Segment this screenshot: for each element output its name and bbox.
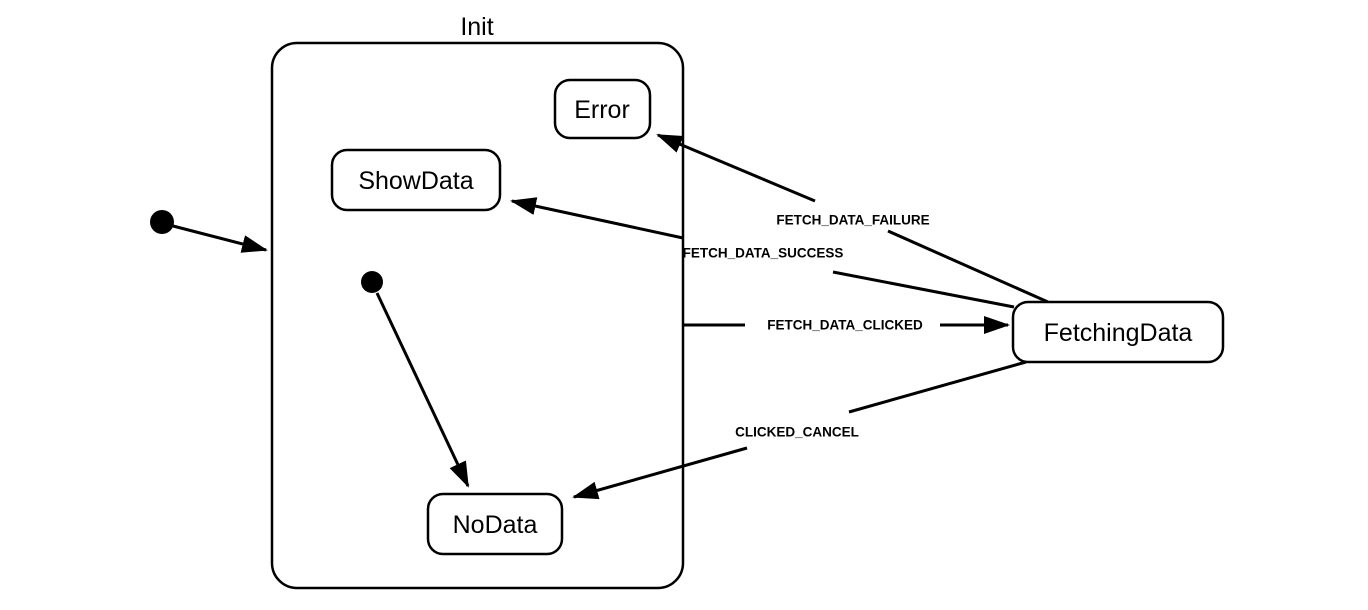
transition-arrow	[656, 133, 816, 203]
state-init-label: Init	[460, 13, 493, 41]
initial-transition-arrow-outer	[172, 224, 268, 253]
state-nodata: NoData	[426, 492, 564, 556]
initial-state-dot-outer	[150, 210, 174, 234]
state-fetchingdata-box	[1011, 300, 1225, 364]
state-init-box	[270, 41, 685, 590]
transition-fetch-data-clicked: FETCH_DATA_CLICKED	[684, 316, 1010, 334]
transition-line	[848, 360, 1027, 414]
transition-label: FETCH_DATA_SUCCESS	[683, 246, 844, 261]
transition-label: FETCH_DATA_FAILURE	[776, 213, 929, 228]
transition-arrow	[510, 197, 684, 240]
transition-fetch-data-success: FETCH_DATA_SUCCESS	[510, 197, 1015, 309]
state-error-label: Error	[574, 96, 630, 124]
transition-fetch-data-failure: FETCH_DATA_FAILURE	[656, 133, 1049, 304]
transition-clicked-cancel: CLICKED_CANCEL	[572, 360, 1027, 500]
state-showdata: ShowData	[330, 148, 502, 212]
initial-transition-arrow-inner	[375, 292, 470, 488]
state-fetchingdata: FetchingData	[1011, 300, 1225, 364]
state-nodata-label: NoData	[453, 511, 538, 539]
state-showdata-box	[330, 148, 502, 212]
state-fetchingdata-label: FetchingData	[1044, 319, 1193, 347]
state-nodata-box	[426, 492, 564, 556]
transition-line	[887, 229, 1049, 304]
state-error-box	[553, 78, 652, 140]
transition-arrow	[572, 446, 748, 500]
state-showdata-label: ShowData	[358, 167, 473, 195]
transition-label: CLICKED_CANCEL	[735, 425, 859, 440]
initial-state-dot-inner	[361, 271, 383, 293]
state-init: Init	[270, 13, 685, 590]
transition-label: FETCH_DATA_CLICKED	[767, 318, 923, 333]
transition-line	[832, 270, 1015, 309]
state-error: Error	[553, 78, 652, 140]
